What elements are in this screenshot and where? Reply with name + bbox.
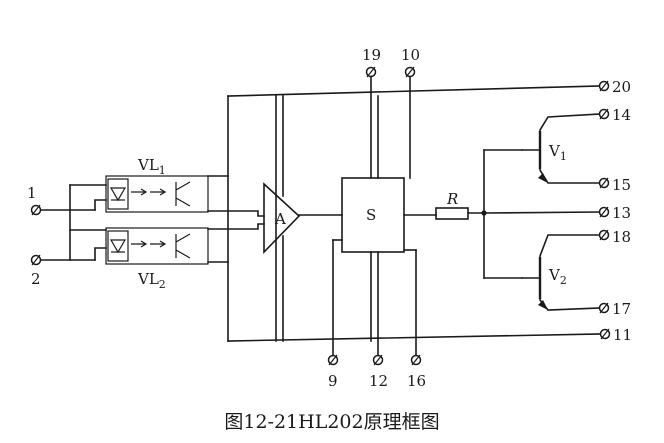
switch-label: S (366, 206, 376, 224)
pin-19-label: 19 (362, 46, 381, 64)
pin-18-label: 18 (612, 228, 631, 246)
pin-17-label: 17 (612, 300, 631, 318)
terminal-14 (598, 108, 610, 120)
resistor (435, 207, 469, 220)
terminal-19 (365, 66, 377, 78)
terminal-2 (30, 254, 42, 266)
optocoupler-vl2 (105, 227, 209, 265)
terminal-9 (327, 354, 339, 366)
schematic-diagram: A S R VL1 VL2 V1 V2 1 2 19 10 20 14 15 1… (27, 46, 632, 390)
terminal-18 (598, 229, 610, 241)
vl1-label: VL1 (137, 156, 166, 177)
pin-1-label: 1 (27, 184, 37, 202)
terminal-15 (598, 177, 610, 189)
pin-9-label: 9 (328, 372, 338, 390)
pin-13-label: 13 (612, 204, 631, 222)
terminal-11 (599, 328, 611, 340)
terminal-1 (30, 204, 42, 216)
terminal-20 (598, 80, 610, 92)
v2-label: V2 (548, 266, 567, 287)
vl2-label: VL2 (137, 270, 166, 291)
amplifier-triangle (263, 182, 301, 254)
pin-16-label: 16 (407, 372, 426, 390)
amplifier-label: A (274, 210, 286, 228)
figure-caption: 图12-21HL202原理框图 (224, 411, 440, 433)
terminal-13 (598, 206, 610, 218)
terminal-10 (404, 66, 416, 78)
pin-12-label: 12 (369, 372, 388, 390)
pin-20-label: 20 (612, 78, 631, 96)
terminal-12 (372, 354, 384, 366)
pin-10-label: 10 (401, 46, 420, 64)
pin-15-label: 15 (612, 176, 631, 194)
transistor-v1 (521, 130, 548, 183)
v1-label: V1 (548, 142, 567, 163)
pin-11-label: 11 (613, 326, 632, 344)
terminal-16 (410, 354, 422, 366)
terminal-17 (598, 302, 610, 314)
switch-block (341, 177, 405, 253)
pin-14-label: 14 (612, 106, 631, 124)
wires (39, 75, 602, 357)
pin-2-label: 2 (31, 270, 41, 288)
resistor-label: R (446, 190, 458, 208)
optocoupler-vl1 (105, 175, 209, 213)
junction-dot (481, 210, 487, 216)
transistor-v2 (521, 256, 548, 310)
terminals (30, 66, 611, 366)
